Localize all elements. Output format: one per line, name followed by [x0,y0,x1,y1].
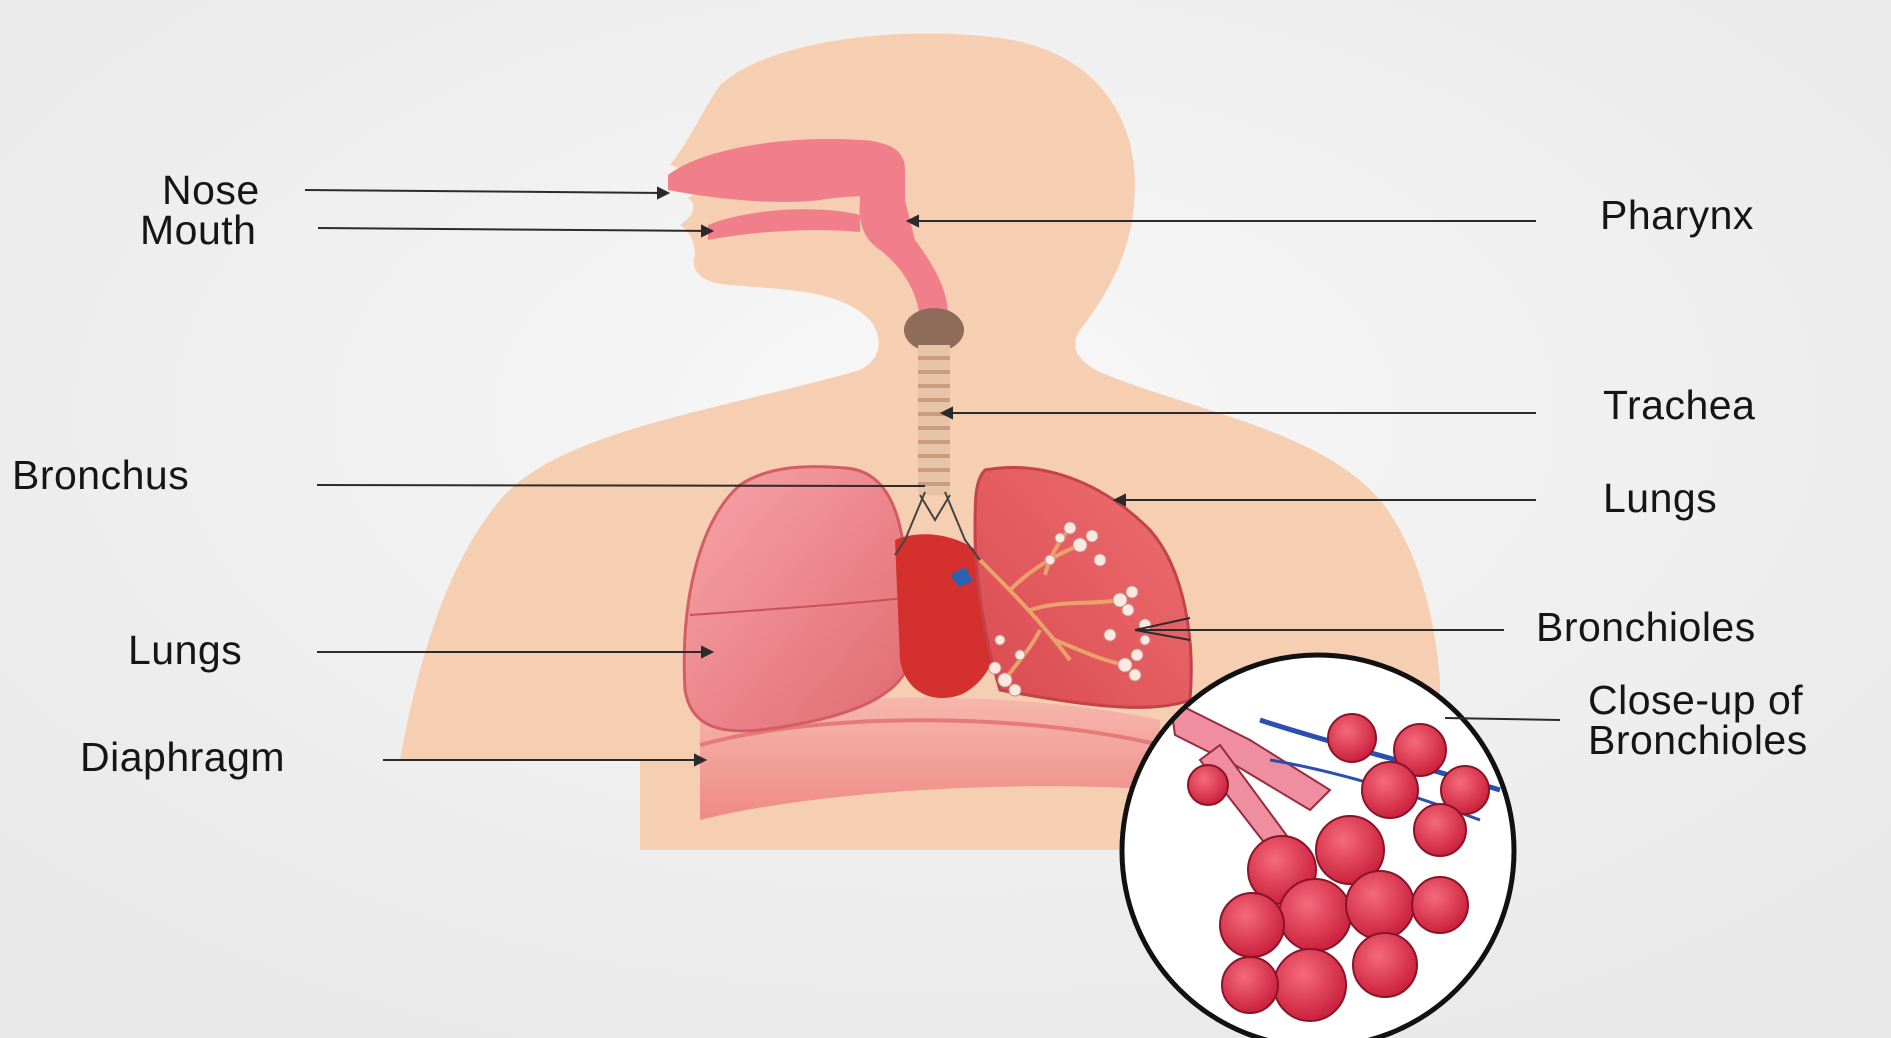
label-bronchus: Bronchus [12,455,189,495]
label-lungs-right: Lungs [1603,478,1717,518]
label-closeup-line2: Bronchioles [1588,720,1808,760]
label-trachea: Trachea [1603,385,1755,425]
label-pharynx: Pharynx [1600,195,1754,235]
label-bronchioles: Bronchioles [1536,607,1756,647]
label-mouth: Mouth [140,210,256,250]
label-closeup-line1: Close-up of [1588,680,1803,720]
closeup-circle [1122,655,1514,1038]
label-diaphragm: Diaphragm [80,737,285,777]
label-lungs-left: Lungs [128,630,242,670]
label-nose: Nose [162,170,260,210]
trachea [918,345,950,495]
